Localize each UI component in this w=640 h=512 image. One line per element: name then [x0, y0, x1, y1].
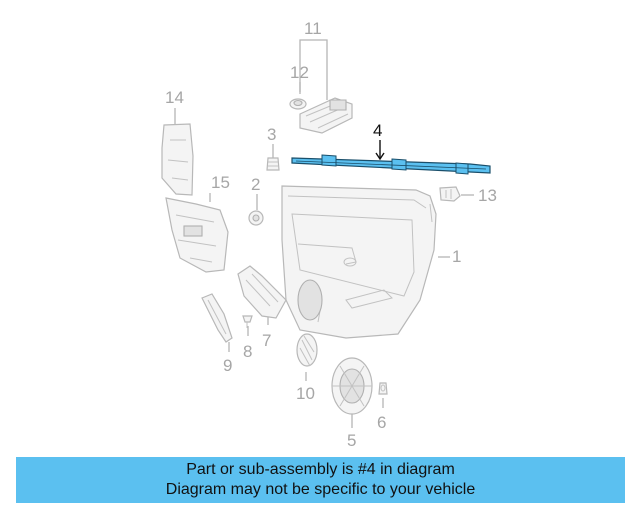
- part-5-speaker: [331, 357, 373, 428]
- callout-5: 5: [347, 431, 356, 450]
- info-banner: Part or sub-assembly is #4 in diagram Di…: [16, 457, 625, 503]
- banner-line-1: Part or sub-assembly is #4 in diagram: [186, 461, 455, 478]
- part-10-tweeter-cover: [296, 333, 318, 381]
- callout-9: 9: [223, 356, 232, 375]
- parts-diagram: 11 12 14 15 3 2 4: [161, 19, 497, 450]
- callout-3: 3: [267, 125, 276, 144]
- part-3-clip: [266, 144, 280, 171]
- part-4-belt-weatherstrip: [291, 140, 491, 175]
- callout-1: 1: [452, 247, 461, 266]
- part-11-switch-bracket: [299, 39, 353, 134]
- part-7-pull-handle: [237, 265, 287, 325]
- callout-8: 8: [243, 342, 252, 361]
- callout-15: 15: [211, 173, 230, 192]
- part-14-upper-trim: [161, 108, 194, 196]
- part-12-switch-knob: [289, 82, 307, 110]
- callout-11: 11: [304, 19, 322, 38]
- part-8-screw: [242, 315, 253, 336]
- callout-10: 10: [296, 384, 315, 403]
- part-4-highlight: [291, 157, 491, 174]
- callout-14: 14: [165, 88, 184, 107]
- callout-12: 12: [290, 63, 309, 82]
- part-1-door-trim-panel: [281, 185, 450, 339]
- part-2-grommet: [248, 194, 264, 226]
- callout-13: 13: [478, 186, 497, 205]
- part-6-clip: [378, 382, 388, 408]
- banner-line-2: Diagram may not be specific to your vehi…: [165, 481, 476, 498]
- callout-4: 4: [373, 121, 382, 140]
- part-9-trim-strip: [201, 293, 233, 352]
- part-15-lower-trim: [165, 193, 229, 273]
- callout-6: 6: [377, 413, 386, 432]
- part-13-clip: [439, 186, 474, 202]
- callout-7: 7: [262, 331, 271, 350]
- callout-2: 2: [251, 175, 260, 194]
